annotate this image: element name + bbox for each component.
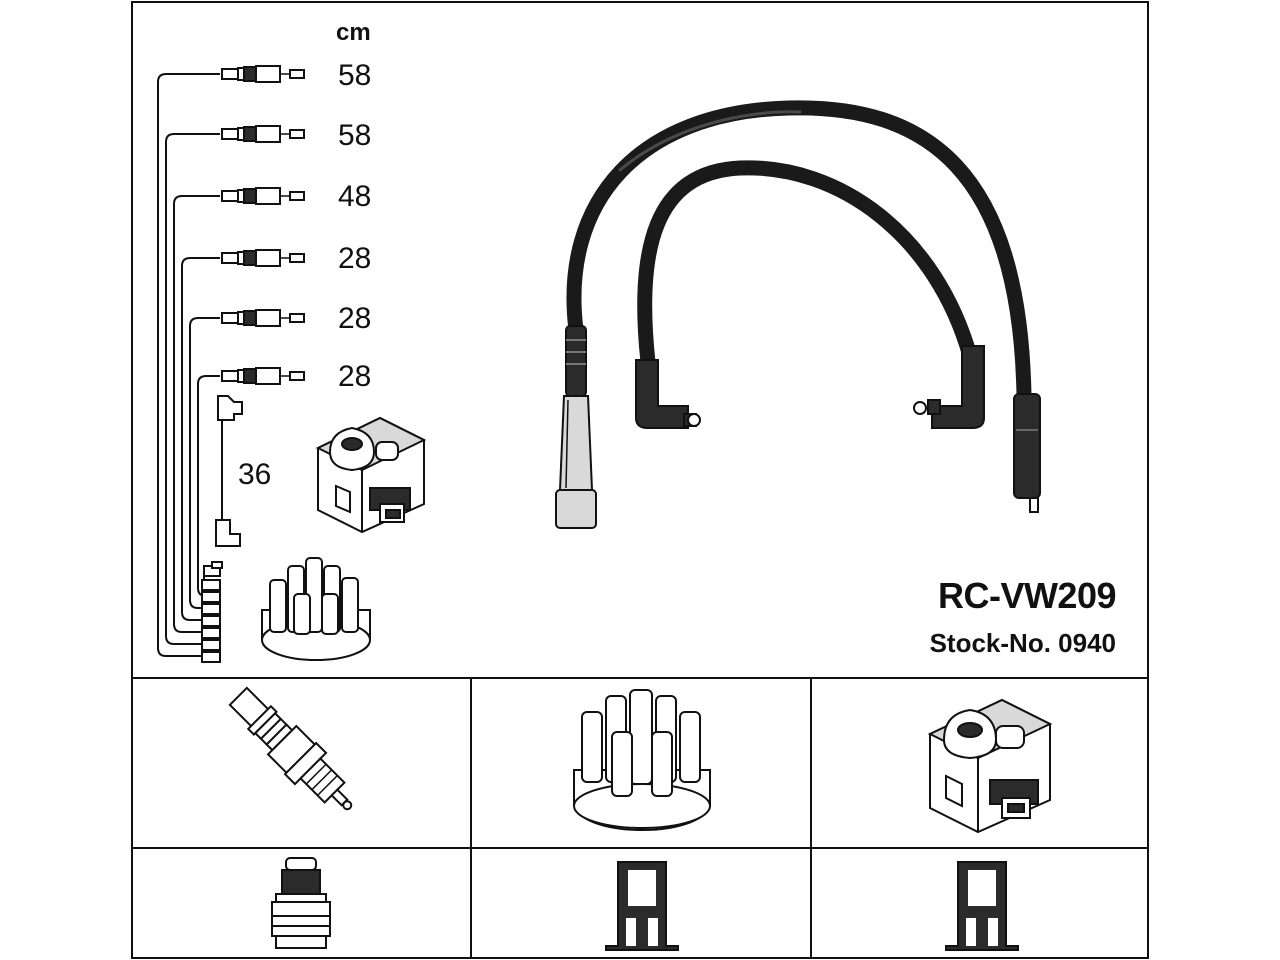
length-label-6: 28	[338, 360, 371, 393]
straight-boot-icon	[605, 861, 679, 951]
length-label-1: 58	[338, 59, 371, 92]
ignition-coil-icon	[315, 416, 427, 534]
unit-label: cm	[336, 19, 371, 46]
cap-terminals	[201, 561, 223, 663]
plug-connector-5	[221, 309, 305, 327]
spark-plug-icon	[228, 686, 353, 811]
cable-set-illustration: RC-VW209 Stock-No. 0940	[555, 100, 1117, 658]
plug-connector-1	[221, 65, 305, 83]
straight-boot-icon-2	[945, 861, 1019, 951]
length-label-3: 48	[338, 180, 371, 213]
straight-plug-boot	[555, 325, 597, 529]
length-label-2: 58	[338, 119, 371, 152]
coil-lead: 36	[215, 395, 271, 547]
distributor-cap-large-icon	[573, 689, 711, 831]
ignition-coil-large-icon	[927, 698, 1053, 834]
plug-connector-6	[221, 367, 305, 385]
length-label-5: 28	[338, 302, 371, 335]
plug-connector-4	[221, 249, 305, 267]
sheet-frame	[131, 1, 1149, 959]
product-code: RC-VW209	[938, 575, 1116, 616]
angled-boot-left	[635, 359, 701, 429]
plug-terminal-icon	[271, 857, 331, 949]
coil-lead-length-label: 36	[238, 458, 271, 491]
plug-connector-3	[221, 187, 305, 205]
coil-boot	[1013, 393, 1041, 513]
cable-schematic: cm	[157, 19, 427, 663]
stock-number: Stock-No. 0940	[930, 628, 1116, 658]
angled-boot-right	[913, 345, 985, 429]
length-label-4: 28	[338, 242, 371, 275]
distributor-cap-icon	[261, 557, 371, 661]
plug-connector-2	[221, 125, 305, 143]
